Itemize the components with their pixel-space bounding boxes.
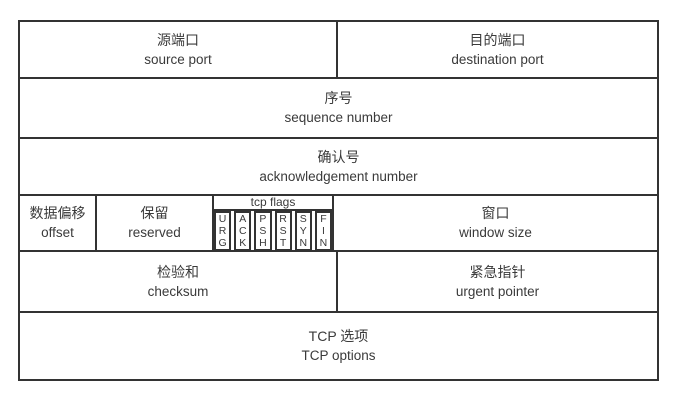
cell-window-size: 窗口 window size <box>334 196 657 250</box>
flag-box-rst: RST <box>274 211 292 250</box>
cell-urgent-pointer: 紧急指针 urgent pointer <box>338 252 657 311</box>
source-port-label-en: source port <box>144 51 212 67</box>
row-checksum-urgent: 检验和 checksum 紧急指针 urgent pointer <box>20 252 657 313</box>
checksum-label-en: checksum <box>147 283 209 299</box>
row-acknowledgement-number: 确认号 acknowledgement number <box>20 139 657 196</box>
offset-label-en: offset <box>41 225 74 240</box>
flag-urg-label: URG <box>218 213 227 249</box>
source-port-label-zh: 源端口 <box>157 31 199 48</box>
window-size-label-en: window size <box>459 225 532 240</box>
window-size-label-zh: 窗口 <box>481 205 510 221</box>
flag-box-syn: SYN <box>294 211 312 250</box>
urgent-pointer-label-zh: 紧急指针 <box>469 263 526 280</box>
row-tcp-options: TCP 选项 TCP options <box>20 313 657 379</box>
cell-acknowledgement-number: 确认号 acknowledgement number <box>20 139 657 194</box>
flag-fin-label: FIN <box>319 213 328 249</box>
flag-box-urg: URG <box>214 211 232 250</box>
tcp-flags-label: tcp flags <box>214 196 332 211</box>
cell-tcp-flags: tcp flags URG ACK PSH RST SYN <box>214 196 334 250</box>
cell-source-port: 源端口 source port <box>20 22 338 77</box>
flag-psh-label: PSH <box>259 213 267 249</box>
acknowledgement-number-label-en: acknowledgement number <box>259 168 418 184</box>
cell-checksum: 检验和 checksum <box>20 252 338 311</box>
cell-destination-port: 目的端口 destination port <box>338 22 657 77</box>
row-sequence-number: 序号 sequence number <box>20 79 657 139</box>
tcp-options-label-zh: TCP 选项 <box>308 328 369 344</box>
cell-tcp-options: TCP 选项 TCP options <box>20 313 657 379</box>
flag-syn-label: SYN <box>299 213 308 249</box>
acknowledgement-number-label-zh: 确认号 <box>317 148 360 165</box>
flag-rst-label: RST <box>279 213 287 249</box>
row-ports: 源端口 source port 目的端口 destination port <box>20 22 657 79</box>
flag-box-ack: ACK <box>234 211 252 250</box>
flag-box-fin: FIN <box>314 211 332 250</box>
cell-reserved: 保留 reserved <box>97 196 214 250</box>
tcp-header-table: 源端口 source port 目的端口 destination port 序号… <box>18 20 659 381</box>
reserved-label-en: reserved <box>128 225 181 240</box>
flag-box-psh: PSH <box>254 211 272 250</box>
cell-offset: 数据偏移 offset <box>20 196 97 250</box>
checksum-label-zh: 检验和 <box>157 263 199 280</box>
cell-sequence-number: 序号 sequence number <box>20 79 657 137</box>
tcp-flag-boxes: URG ACK PSH RST SYN FIN <box>214 211 332 250</box>
destination-port-label-en: destination port <box>451 51 544 67</box>
tcp-options-label-en: TCP options <box>301 348 376 363</box>
offset-label-zh: 数据偏移 <box>29 205 86 221</box>
reserved-label-zh: 保留 <box>140 205 169 221</box>
urgent-pointer-label-en: urgent pointer <box>455 283 540 299</box>
row-offset-flags-window: 数据偏移 offset 保留 reserved tcp flags URG AC… <box>20 196 657 252</box>
destination-port-label-zh: 目的端口 <box>469 31 526 48</box>
flag-ack-label: ACK <box>238 213 247 249</box>
sequence-number-label-en: sequence number <box>284 110 393 125</box>
sequence-number-label-zh: 序号 <box>324 90 353 106</box>
